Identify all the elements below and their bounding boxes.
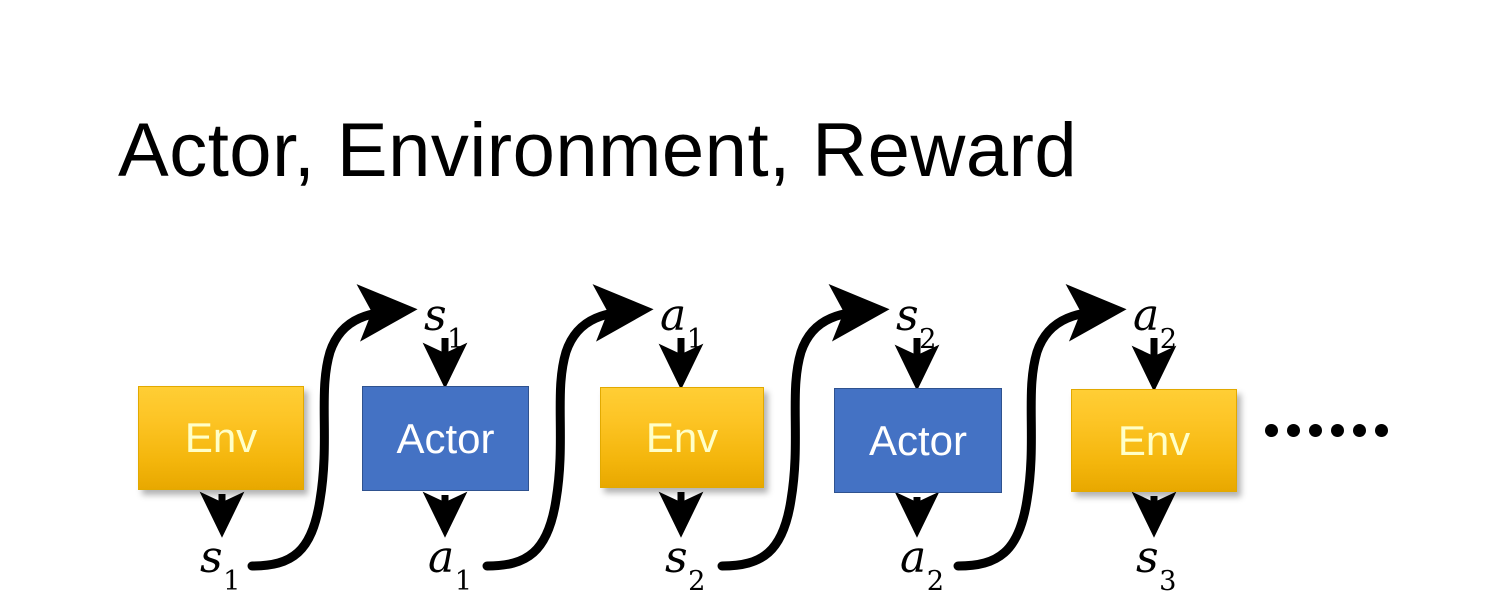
ellipsis-dot — [1265, 424, 1278, 437]
math-symbol: s — [896, 290, 919, 341]
math-subscript: 3 — [1159, 565, 1177, 597]
math-symbol: s — [424, 290, 447, 341]
math-symbol: a — [660, 290, 687, 341]
label-state-s1-top: s1 — [424, 294, 464, 354]
ellipsis-group-1 — [1265, 424, 1322, 437]
node-actor-1[interactable]: Actor — [362, 386, 529, 491]
label-state-s2-bottom: s2 — [665, 536, 705, 596]
node-label: Env — [184, 414, 258, 461]
ellipsis-dot — [1287, 424, 1300, 437]
node-label: Env — [1117, 416, 1191, 464]
page-title: Actor, Environment, Reward — [118, 108, 1078, 193]
label-action-a1-bottom: a1 — [428, 536, 472, 596]
label-action-a1-top: a1 — [660, 294, 704, 354]
math-subscript: 2 — [919, 323, 937, 355]
node-env-2[interactable]: Env — [600, 387, 764, 488]
label-action-a2-bottom: a2 — [900, 536, 944, 596]
math-symbol: a — [1133, 290, 1160, 341]
ellipsis-dot — [1331, 424, 1344, 437]
node-actor-2[interactable]: Actor — [834, 388, 1002, 493]
node-label: Actor — [396, 414, 495, 462]
math-subscript: 1 — [686, 323, 705, 355]
ellipsis-dot — [1309, 424, 1322, 437]
math-symbol: s — [200, 532, 223, 583]
label-state-s1-bottom: s1 — [200, 536, 240, 596]
math-symbol: a — [900, 532, 927, 583]
math-symbol: a — [428, 532, 455, 583]
node-label: Env — [645, 413, 719, 461]
label-state-s3-bottom: s3 — [1136, 536, 1176, 596]
node-label: Actor — [868, 416, 968, 464]
math-subscript: 1 — [447, 323, 465, 355]
ellipsis-dot — [1353, 424, 1366, 437]
math-subscript: 1 — [454, 565, 473, 597]
label-state-s2-top: s2 — [896, 294, 936, 354]
math-subscript: 2 — [1159, 323, 1178, 355]
label-action-a2-top: a2 — [1133, 294, 1177, 354]
math-subscript: 2 — [688, 565, 706, 597]
math-symbol: s — [1136, 532, 1159, 583]
ellipsis-group-2 — [1331, 424, 1388, 437]
ellipsis-continuation — [1265, 424, 1388, 437]
math-subscript: 2 — [926, 565, 945, 597]
math-subscript: 1 — [223, 565, 241, 597]
node-env-1[interactable]: Env — [138, 386, 304, 490]
math-symbol: s — [665, 532, 688, 583]
node-env-3[interactable]: Env — [1071, 389, 1237, 492]
ellipsis-dot — [1375, 424, 1388, 437]
